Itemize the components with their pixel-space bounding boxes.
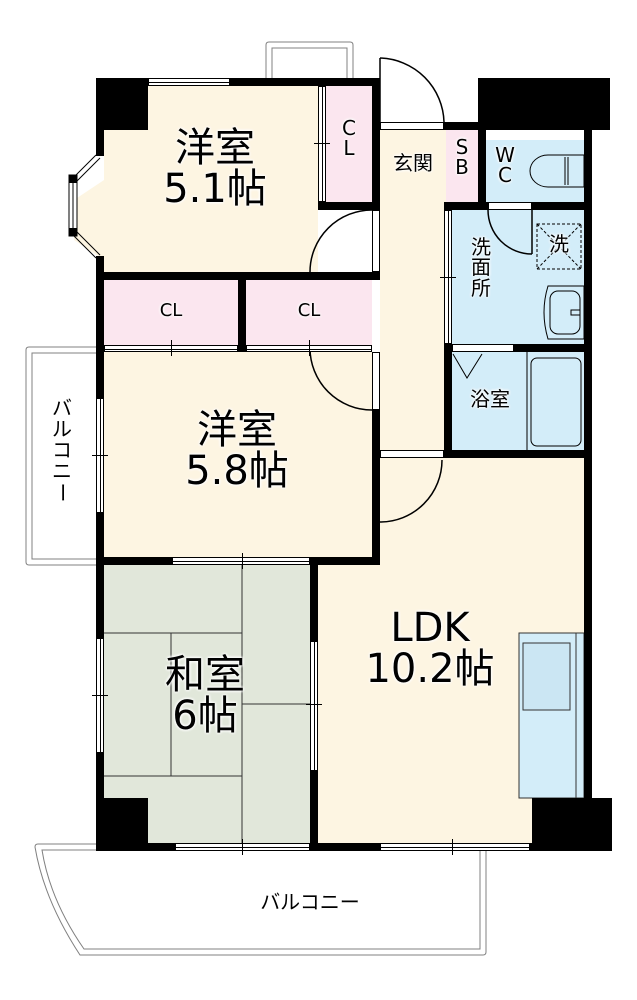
bottom-balcony-outline	[34, 843, 487, 956]
hallway-floor	[380, 130, 446, 460]
wall	[478, 122, 486, 210]
wall	[238, 280, 246, 352]
balcony-left-char: ニ	[52, 459, 72, 483]
washing-machine-label: 洗	[549, 232, 569, 256]
wall	[96, 272, 380, 280]
ldk-label: LDK 10.2帖	[335, 608, 525, 690]
wall	[318, 202, 380, 210]
room1-door-frame	[372, 210, 380, 272]
wall	[446, 202, 488, 210]
top-balcony-outline	[265, 41, 354, 78]
closet-left-label: CL	[159, 300, 183, 321]
wall	[444, 344, 452, 458]
japanese-room-name: 和室	[165, 652, 245, 698]
washroom-label-2: 面	[471, 255, 491, 280]
column-top-left	[96, 78, 148, 130]
door-swings	[309, 57, 533, 523]
bay-window-outline	[72, 154, 101, 259]
washroom-label: 洗 面 所	[466, 235, 496, 300]
wall	[514, 344, 592, 352]
bathroom-label: 浴室	[470, 387, 510, 411]
bathroom-door	[452, 344, 514, 352]
western-room-2-size: 5.8帖	[185, 447, 289, 494]
wall	[96, 740, 104, 850]
wall	[96, 557, 172, 565]
western-room-2-name: 洋室	[197, 407, 277, 453]
column-bottom-right	[532, 798, 612, 850]
western-room-1-name: 洋室	[175, 125, 255, 171]
ldk-size: 10.2帖	[365, 645, 495, 692]
toilet-fixture	[529, 154, 585, 188]
balcony-left-char: ル	[52, 417, 72, 441]
closet-top-sliding-door	[318, 86, 326, 202]
wall	[96, 843, 612, 851]
wall	[532, 202, 592, 210]
column-bottom-left	[96, 798, 148, 850]
entrance-threshold	[380, 122, 444, 130]
ldk-name: LDK	[390, 605, 470, 651]
bathroom-floor	[452, 352, 584, 450]
wall	[584, 130, 592, 850]
balcony-bottom-label: バルコニー	[260, 890, 360, 914]
window-ldk-bottom	[380, 843, 530, 851]
wall	[372, 410, 380, 565]
shoe-box-label-b: B	[455, 155, 469, 180]
wall	[372, 78, 380, 210]
toilet-label: W C	[492, 145, 518, 186]
wall	[444, 202, 452, 210]
shoe-box-label: S B	[446, 137, 478, 178]
balcony-left-char: コ	[52, 438, 72, 462]
left-balcony-outline	[25, 346, 96, 566]
closet-left-floor	[104, 280, 238, 345]
wc-door	[488, 202, 532, 210]
wall	[96, 78, 104, 156]
closet-top-label-l: L	[343, 136, 355, 161]
washing-machine-pan	[536, 223, 582, 270]
wall	[310, 771, 318, 850]
toilet-label-w: W	[495, 143, 515, 167]
ldk-door-frame	[380, 450, 444, 458]
wall	[310, 557, 318, 641]
column-top-right	[478, 78, 610, 130]
wall	[148, 78, 380, 86]
wall	[310, 557, 380, 565]
toilet-label-c: C	[498, 163, 512, 188]
closet-right-label: CL	[297, 300, 321, 321]
western-room-2-label: 洋室 5.8帖	[162, 410, 312, 492]
wash-basin-fixture	[543, 285, 585, 340]
closet-top-floor	[326, 86, 372, 202]
shoe-box-label-s: S	[455, 135, 469, 159]
bathtub-fixture	[452, 352, 582, 450]
window-room1-top	[148, 78, 230, 86]
balcony-left-label: バ ル コ ニ ー	[50, 396, 75, 503]
closet-top-label-c: C	[342, 116, 356, 140]
wall	[444, 450, 592, 458]
washroom-label-1: 洗	[471, 235, 491, 259]
entrance-label: 玄関	[393, 151, 433, 175]
sliding-door-room2-japanese	[172, 557, 310, 565]
closet-top-label: C L	[326, 118, 372, 159]
washroom-label-3: 所	[471, 275, 491, 300]
tatami-lines	[104, 565, 310, 843]
balcony-left-char: ー	[50, 482, 75, 503]
balcony-left-char: バ	[52, 396, 72, 420]
japanese-room-size: 6帖	[172, 692, 238, 739]
room2-door-frame	[372, 352, 380, 410]
sliding-door-japanese-ldk	[310, 641, 318, 771]
japanese-room-label: 和室 6帖	[135, 655, 275, 737]
closet-right-floor	[246, 280, 372, 345]
kitchen-counter	[518, 632, 585, 799]
wall	[372, 272, 380, 280]
shoe-box-floor	[446, 130, 478, 202]
western-room-1-size: 5.1帖	[163, 165, 267, 212]
western-room-1-label: 洋室 5.1帖	[140, 128, 290, 210]
